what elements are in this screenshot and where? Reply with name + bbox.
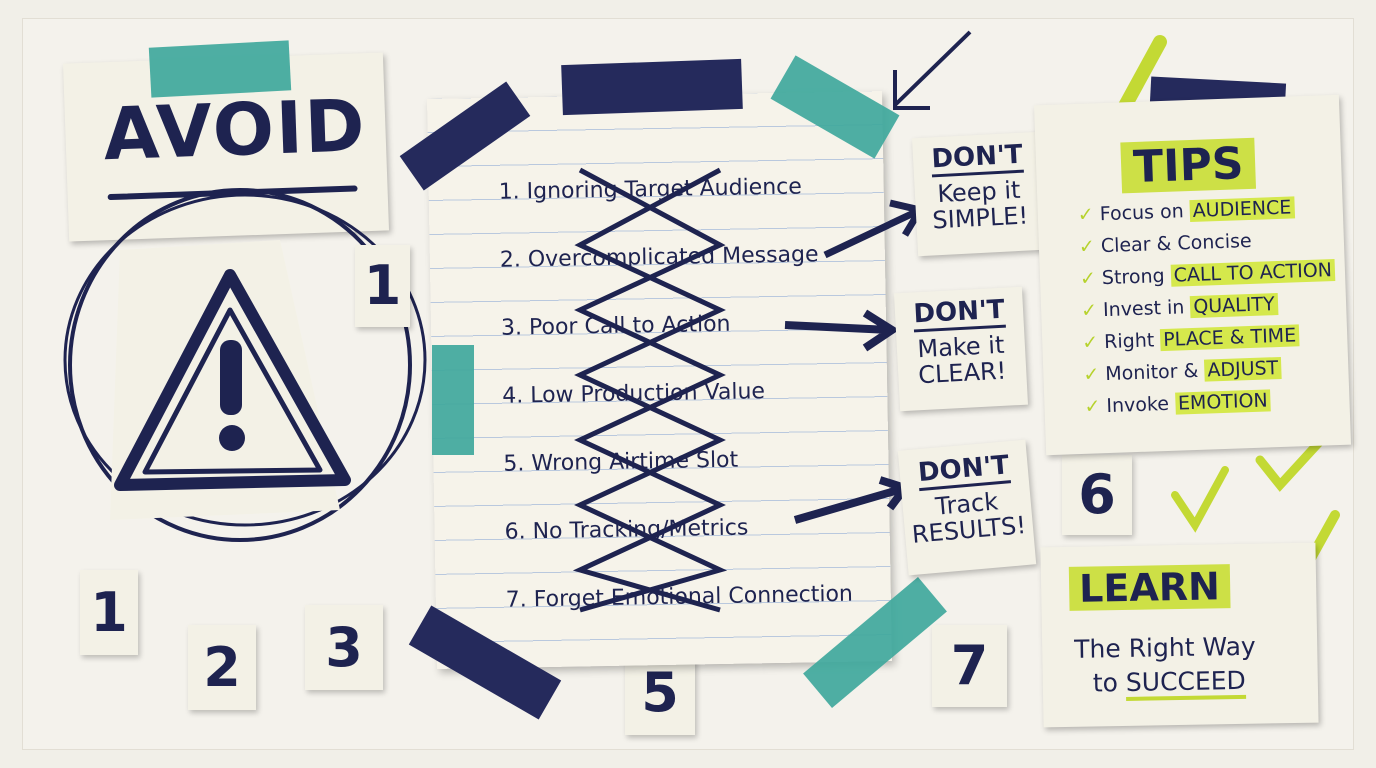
cross-out-scribble	[572, 167, 728, 613]
arrow-icon	[793, 476, 912, 524]
dont-line: CLEAR!	[917, 356, 1007, 390]
tip-highlight: AUDIENCE	[1189, 196, 1295, 223]
check-icon: ✓	[1078, 235, 1096, 258]
tip-item: ✓Invest in QUALITY	[1081, 293, 1278, 322]
tips-title: TIPS	[1120, 137, 1257, 194]
tip-text: Right	[1103, 329, 1155, 354]
dont-card: DON'T Keep it SIMPLE!	[911, 131, 1047, 257]
learn-prefix: to	[1092, 668, 1119, 698]
circle-scribble	[68, 188, 412, 542]
check-icon: ✓	[1077, 203, 1095, 226]
tip-highlight: EMOTION	[1174, 389, 1272, 415]
check-icon	[1171, 466, 1229, 533]
dont-card: DON'T Track RESULTS!	[897, 439, 1037, 576]
tip-item: ✓Clear & Concise	[1079, 230, 1252, 258]
check-icon: ✓	[1081, 331, 1099, 354]
learn-line: The Right Way	[1073, 631, 1256, 664]
avoid-title: AVOID	[102, 83, 368, 177]
check-icon: ✓	[1079, 267, 1097, 290]
tip-highlight: ADJUST	[1204, 356, 1282, 382]
tip-item: ✓Monitor & ADJUST	[1083, 356, 1282, 386]
dont-card: DON'T Make it CLEAR!	[893, 286, 1029, 412]
number-card: 3	[305, 605, 383, 690]
arrow-icon	[823, 199, 926, 259]
tape	[148, 40, 292, 98]
tip-item: ✓Strong CALL TO ACTION	[1080, 259, 1336, 290]
tip-text: Clear & Concise	[1100, 229, 1252, 258]
dont-line: SIMPLE!	[931, 201, 1029, 235]
learn-card: LEARN The Right Way to SUCCEED	[1040, 542, 1319, 728]
tape	[561, 58, 743, 116]
tips-card: TIPS ✓Focus on AUDIENCE ✓Clear & Concise…	[1033, 94, 1352, 456]
dont-heading: DON'T	[931, 140, 1024, 178]
number-card: 2	[188, 625, 256, 710]
tip-item: ✓Focus on AUDIENCE	[1077, 196, 1295, 226]
warning-triangle-icon	[114, 269, 351, 491]
warning-graphic	[63, 188, 427, 542]
dont-heading: DON'T	[917, 450, 1011, 491]
tip-item: ✓Right PLACE & TIME	[1082, 324, 1300, 354]
number-card: 1	[80, 570, 138, 655]
tip-highlight: PLACE & TIME	[1159, 324, 1300, 352]
arrow-icon	[784, 309, 900, 352]
tip-text: Invest in	[1102, 296, 1185, 322]
learn-highlight: SUCCEED	[1125, 665, 1247, 701]
check-icon: ✓	[1083, 363, 1100, 386]
tip-text: Strong	[1101, 264, 1165, 290]
tip-text: Invoke	[1106, 392, 1170, 418]
number-card: 1	[355, 245, 410, 327]
tip-highlight: QUALITY	[1190, 293, 1278, 319]
tape	[432, 345, 474, 455]
tip-text: Monitor &	[1104, 359, 1199, 386]
number-card: 6	[1062, 455, 1132, 535]
learn-line: to SUCCEED	[1092, 665, 1247, 701]
check-icon: ✓	[1080, 299, 1098, 322]
arrow-icon	[893, 30, 972, 110]
tip-highlight: CALL TO ACTION	[1170, 259, 1336, 287]
dont-heading: DON'T	[913, 295, 1006, 333]
tip-item: ✓Invoke EMOTION	[1084, 389, 1272, 418]
number-card: 7	[932, 625, 1007, 707]
tip-text: Focus on	[1099, 200, 1185, 226]
learn-title: LEARN	[1068, 564, 1231, 611]
check-icon: ✓	[1084, 395, 1101, 418]
